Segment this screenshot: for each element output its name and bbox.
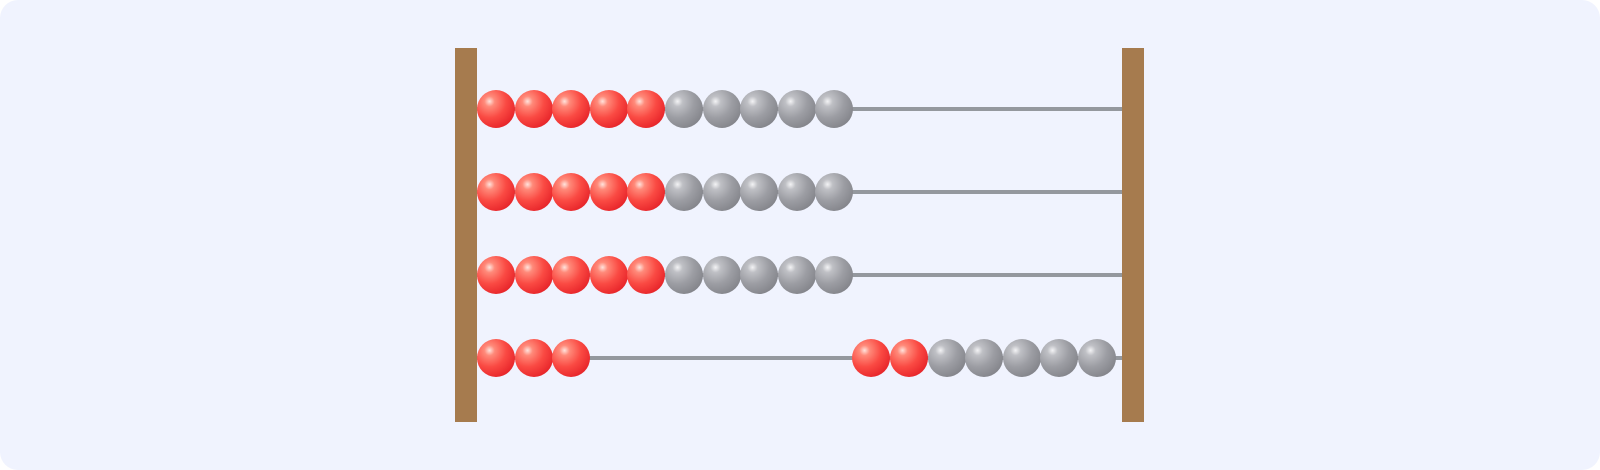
bead-row4-right-1-red[interactable] (852, 339, 891, 377)
bead-row4-left-3-red[interactable] (552, 339, 591, 377)
bead-row3-left-8-gray[interactable] (740, 256, 779, 294)
bead-row4-right-2-red[interactable] (890, 339, 928, 377)
bead-row4-right-5-gray[interactable] (1002, 339, 1041, 377)
bead-row1-left-4-red[interactable] (589, 90, 628, 128)
bead-row2-left-10-gray[interactable] (815, 173, 854, 211)
bead-row1-left-1-red[interactable] (477, 90, 515, 128)
bead-row4-left-1-red[interactable] (477, 339, 515, 377)
bead-row1-left-10-gray[interactable] (815, 90, 854, 128)
bead-row1-left-3-red[interactable] (552, 90, 591, 128)
bead-row3-left-2-red[interactable] (514, 256, 553, 294)
bead-row3-left-4-red[interactable] (589, 256, 628, 294)
bead-row4-left-2-red[interactable] (514, 339, 553, 377)
bead-row4-right-7-gray[interactable] (1078, 339, 1116, 377)
bead-row1-left-7-gray[interactable] (702, 90, 741, 128)
bead-row1-left-5-red[interactable] (627, 90, 666, 128)
bead-row2-left-3-red[interactable] (552, 173, 591, 211)
bead-row1-left-9-gray[interactable] (777, 90, 816, 128)
bead-row3-left-1-red[interactable] (477, 256, 515, 294)
bead-row2-left-1-red[interactable] (477, 173, 515, 211)
bead-row2-left-9-gray[interactable] (777, 173, 816, 211)
bead-row4-right-3-gray[interactable] (927, 339, 966, 377)
bead-row1-left-8-gray[interactable] (740, 90, 779, 128)
bead-row2-left-4-red[interactable] (589, 173, 628, 211)
bead-row2-left-2-red[interactable] (514, 173, 553, 211)
bead-row2-left-7-gray[interactable] (702, 173, 741, 211)
right-frame-post (1122, 48, 1144, 422)
bead-row4-right-4-gray[interactable] (965, 339, 1004, 377)
bead-row3-left-6-gray[interactable] (665, 256, 703, 294)
bead-row3-left-10-gray[interactable] (815, 256, 854, 294)
bead-row2-left-5-red[interactable] (627, 173, 666, 211)
left-frame-post (455, 48, 477, 422)
bead-row1-left-2-red[interactable] (514, 90, 553, 128)
bead-row3-left-7-gray[interactable] (702, 256, 741, 294)
bead-row3-left-5-red[interactable] (627, 256, 666, 294)
bead-row4-right-6-gray[interactable] (1040, 339, 1079, 377)
bead-row3-left-9-gray[interactable] (777, 256, 816, 294)
abacus-rod-4 (477, 356, 1122, 360)
bead-row2-left-8-gray[interactable] (740, 173, 779, 211)
bead-row1-left-6-gray[interactable] (665, 90, 703, 128)
bead-row3-left-3-red[interactable] (552, 256, 591, 294)
bead-row2-left-6-gray[interactable] (665, 173, 703, 211)
